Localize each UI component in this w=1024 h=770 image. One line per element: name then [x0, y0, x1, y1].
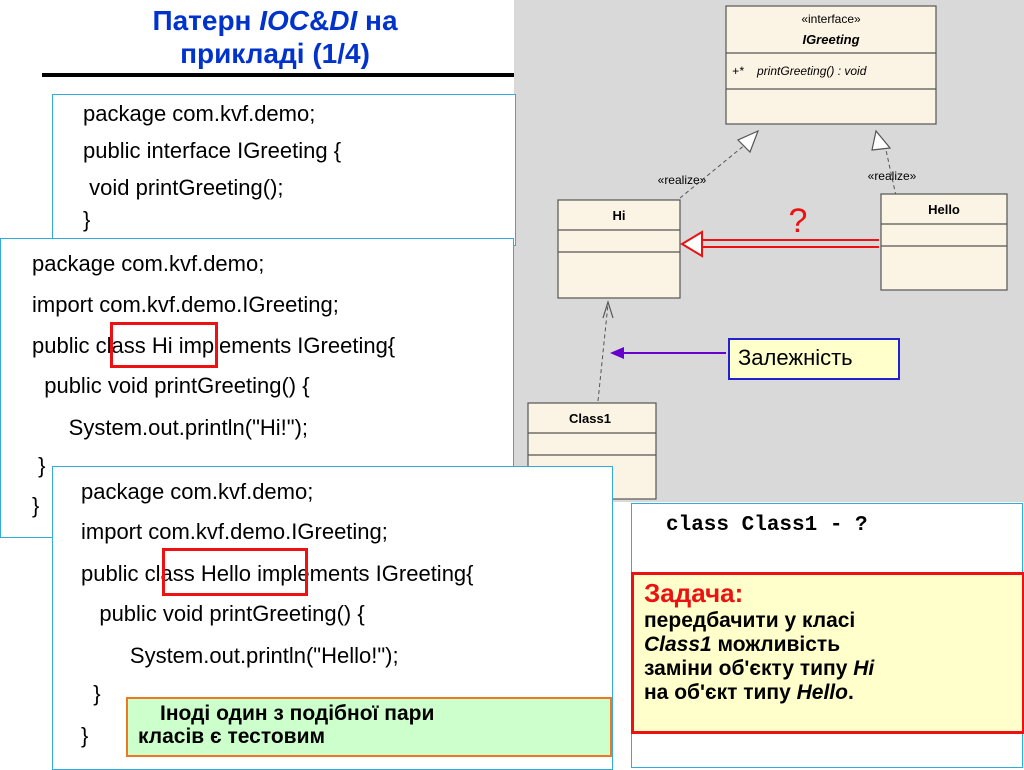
uml-class-class1-name: Class1 [569, 411, 611, 426]
task-hi-name: Hi [853, 657, 875, 680]
uml-realize-left [679, 129, 760, 199]
title-line-1: Патерн IOC&DI на [40, 4, 510, 37]
title-underline [42, 73, 514, 77]
task-line-4-end: . [847, 681, 854, 704]
code-line: import com.kvf.demo.IGreeting; [81, 519, 388, 544]
dependency-label: Залежність [728, 338, 900, 380]
code-line: public interface IGreeting { [83, 138, 342, 163]
uml-canvas: «interface» IGreeting +* printGreeting()… [527, 5, 1008, 500]
code-line: public void printGreeting() { [81, 601, 365, 626]
code-line: System.out.println("Hi!"); [32, 415, 309, 440]
uml-interface-stereotype: «interface» [801, 12, 861, 26]
task-line-2: Class1 можливість [644, 633, 1012, 657]
uml-interface-igreeting: «interface» IGreeting +* printGreeting()… [725, 5, 937, 125]
code-line: void printGreeting(); [83, 175, 284, 200]
uml-realize-right-label: «realize» [868, 169, 917, 183]
uml-class-hello-name: Hello [928, 202, 960, 217]
task-line-3-text: заміни об'єкту типу [644, 657, 854, 680]
code-line: } [32, 453, 46, 478]
uml-substitution-arrow [680, 230, 879, 258]
uml-class-hi: Hi [557, 199, 681, 299]
uml-diagram: «interface» IGreeting +* printGreeting()… [514, 0, 1024, 502]
code-line: } [81, 681, 101, 706]
code-line: public void printGreeting() { [32, 373, 310, 398]
uml-question-mark: ? [789, 202, 808, 240]
code-line: } [32, 493, 40, 518]
code-line: System.out.println("Hello!"); [81, 643, 399, 668]
uml-realize-right [871, 129, 897, 197]
code-line: } [81, 723, 89, 748]
code-line: package com.kvf.demo; [32, 251, 265, 276]
uml-class-hello: Hello [880, 193, 1008, 291]
highlight-class-hello [162, 548, 308, 596]
title-di: DI [329, 5, 358, 36]
note-line-2: класів є тестовим [138, 725, 326, 748]
code-line: public class Hi implements IGreeting{ [32, 333, 396, 358]
task-line-4-text: на об'єкт типу [644, 681, 797, 704]
uml-dependency-pointer [610, 347, 726, 359]
title-word-pattern: Патерн [152, 5, 252, 36]
uml-realize-left-label: «realize» [658, 173, 707, 187]
code-block-interface: package com.kvf.demo; public interface I… [52, 94, 516, 246]
task-line-4: на об'єкт типу Hello. [644, 681, 1012, 705]
uml-dependency-line [597, 299, 614, 402]
title-word-na: на [365, 5, 398, 36]
code-line: import com.kvf.demo.IGreeting; [32, 292, 339, 317]
uml-interface-name: IGreeting [802, 32, 859, 47]
code-line: public class Hello implements IGreeting{ [81, 561, 474, 586]
code-line: package com.kvf.demo; [83, 101, 316, 126]
task-line-3: заміни об'єкту типу Hi [644, 657, 1012, 681]
uml-interface-method: +* printGreeting() : void [732, 64, 867, 78]
task-box: Задача: передбачити у класі Class1 можли… [631, 572, 1024, 734]
task-class1-name: Class1 [644, 633, 712, 656]
task-hello-name: Hello [796, 681, 848, 704]
test-class-note: Іноді один з подібної пари класів є тест… [126, 697, 612, 757]
code-line: } [83, 207, 91, 232]
title-amp: & [309, 5, 330, 36]
task-line-2-text: можливість [711, 633, 841, 656]
title-line-2: прикладі (1/4) [180, 38, 370, 69]
task-heading: Задача: [644, 578, 744, 608]
highlight-class-hi [110, 322, 218, 368]
code-line: package com.kvf.demo; [81, 479, 314, 504]
title-ioc: IOC [259, 5, 310, 36]
note-line-1: Іноді один з подібної пари [160, 702, 435, 725]
class1-code: class Class1 - ? [666, 514, 868, 537]
task-line-1: передбачити у класі [644, 609, 856, 632]
slide-title: Патерн IOC&DI на прикладі (1/4) [40, 4, 510, 70]
uml-class-hi-name: Hi [613, 208, 626, 223]
